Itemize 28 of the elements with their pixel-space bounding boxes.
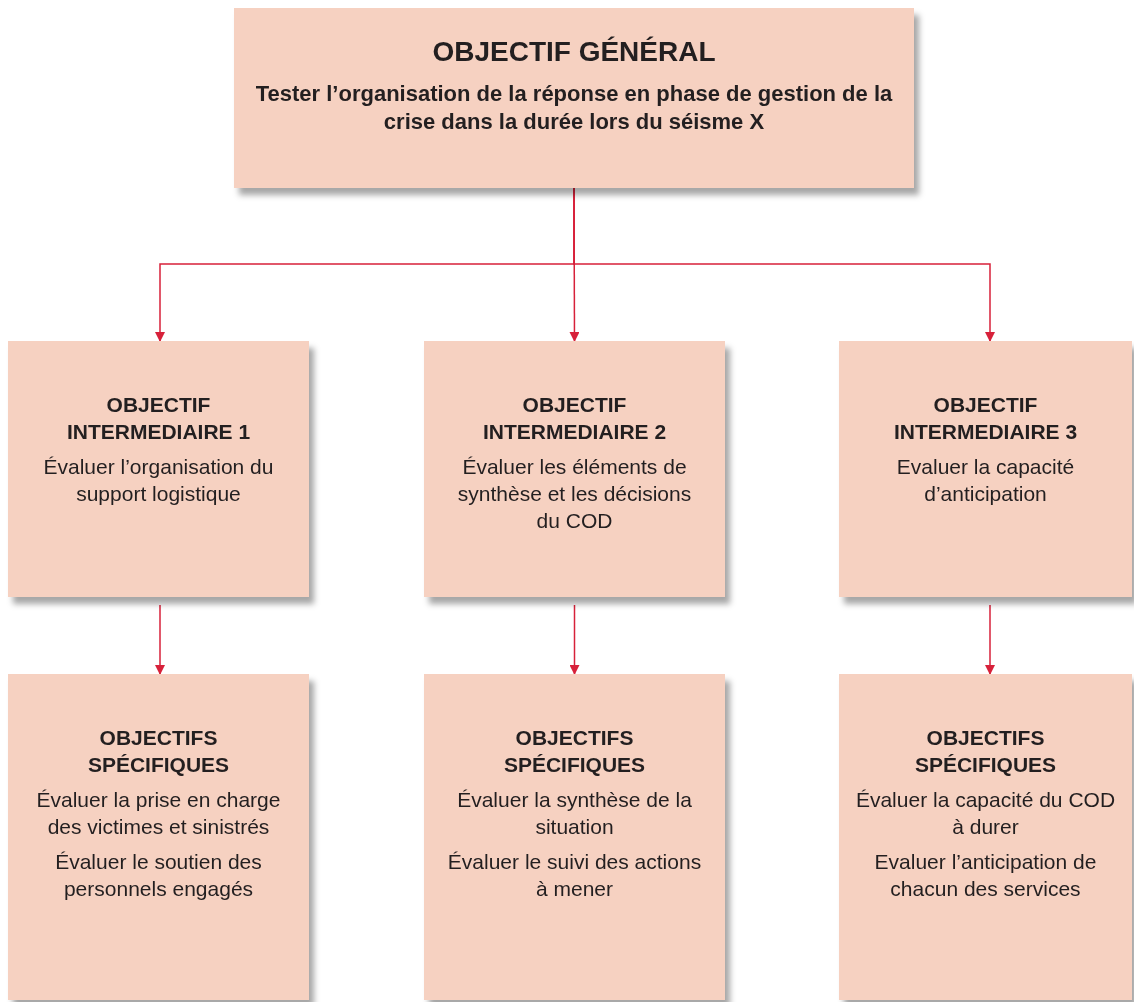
objective-box [839,341,1132,597]
node-text: Évaluer la capacité du COD à durer [855,787,1116,840]
node-text: Évaluer le soutien des personnels engagés [54,849,263,902]
node-text: Évaluer l’organisation du support logistique [42,454,275,507]
node-heading: OBJECTIFS SPÉCIFIQUES [502,725,647,778]
node-heading: OBJECTIF INTERMEDIAIRE 3 [892,392,1079,445]
node-heading: OBJECTIF INTERMEDIAIRE 1 [65,392,252,445]
node-heading: OBJECTIFS SPÉCIFIQUES [913,725,1058,778]
node-heading: OBJECTIFS SPÉCIFIQUES [86,725,231,778]
node-text: Évaluer la prise en charge des victimes et sinistrés [35,787,282,840]
node-text: Evaluer la capacité d’anticipation [895,454,1076,507]
node-text: Évaluer le suivi des actions à mener [446,849,703,902]
node-text: Évaluer la synthèse de la situation [456,787,693,840]
node-heading: OBJECTIF GÉNÉRAL [432,36,716,68]
objective-box [839,674,1132,1000]
objective-box [424,674,725,1000]
node-text: Évaluer les éléments de synthèse et les décisions du COD [456,454,693,534]
objective-box [424,341,725,597]
node-heading: OBJECTIF INTERMEDIAIRE 2 [481,392,668,445]
node-text: Tester l’organisation de la réponse en phase de gestion de la crise dans la durée lors du séisme X [254,80,894,136]
arrow [573,187,995,342]
arrow [155,604,165,675]
arrow [569,604,580,675]
objective-box [234,8,914,188]
objective-box [8,341,309,597]
objective-box [8,674,309,1000]
node-text: Evaluer l’anticipation de chacun des services [873,849,1098,902]
arrow [985,604,995,675]
